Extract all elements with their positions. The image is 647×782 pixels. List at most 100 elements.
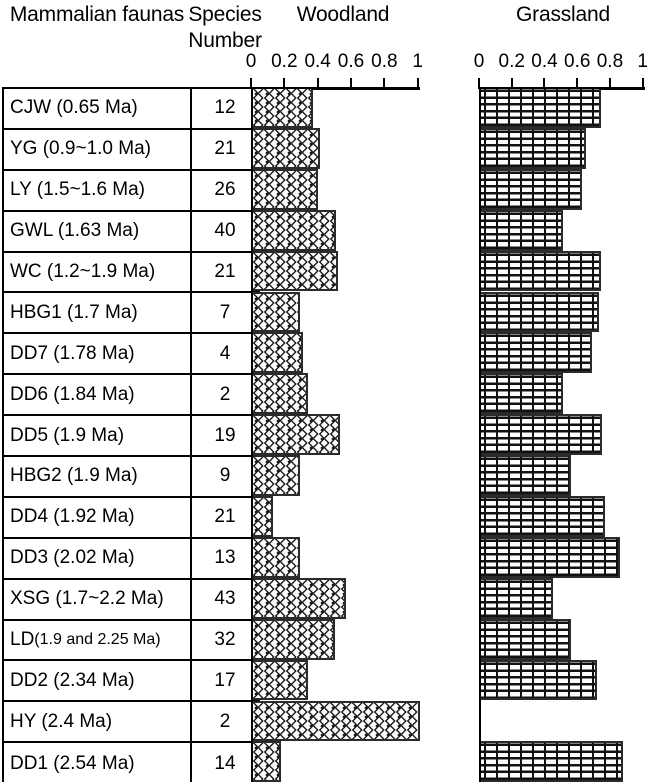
axis-tick-label: 0.8	[371, 51, 398, 72]
axis-tick-mark	[478, 78, 480, 89]
fauna-name-cell: LD (1.9 and 2.25 Ma)	[4, 620, 192, 660]
bar-grassland	[479, 291, 599, 333]
bar-woodland	[251, 414, 340, 456]
bar-woodland	[251, 659, 308, 701]
fauna-name-cell: HBG2 (1.9 Ma)	[4, 457, 192, 496]
species-number-cell: 21	[214, 261, 236, 282]
species-number-cell: 19	[214, 424, 236, 446]
axis-tick-mark	[283, 78, 286, 89]
bar-grassland	[479, 455, 572, 496]
table-row: LD (1.9 and 2.25 Ma) 32	[4, 620, 258, 662]
table-row: DD3 (2.02 Ma)13	[4, 538, 258, 580]
bar-woodland	[251, 741, 282, 782]
fauna-name-cell: DD4 (1.92 Ma)	[4, 497, 192, 537]
panel-title-woodland: Woodland	[296, 3, 390, 26]
bar-grassland	[479, 87, 601, 128]
woodland-axis-baseline	[251, 87, 253, 782]
fauna-name-cell: DD7 (1.78 Ma)	[4, 334, 192, 374]
species-number-cell: 13	[214, 547, 236, 569]
grassland-plot-topline	[479, 87, 645, 89]
table-row: HBG2 (1.9 Ma) 9	[4, 457, 258, 498]
axis-tick-mark	[543, 78, 546, 89]
fauna-name-cell: DD6 (1.84 Ma)	[4, 375, 192, 415]
axis-tick-label: 0.8	[596, 51, 624, 72]
bar-woodland	[251, 291, 300, 333]
species-number-cell: 2	[219, 383, 231, 405]
bar-grassland	[479, 209, 563, 251]
species-number-cell: 21	[214, 506, 236, 528]
axis-tick-mark	[383, 78, 386, 89]
column-header-mammalian-faunas: Mammalian faunas	[9, 3, 185, 26]
fauna-name-cell: DD1 (2.54 Ma)	[4, 743, 192, 782]
table-row: DD7 (1.78 Ma) 4	[4, 334, 258, 376]
axis-tick-mark	[250, 78, 252, 89]
species-number-cell: 4	[219, 342, 231, 364]
fauna-name-cell: DD2 (2.34 Ma)	[4, 661, 192, 701]
species-number-cell: 14	[214, 752, 236, 774]
grassland-axis-baseline	[479, 87, 481, 782]
axis-tick-mark	[350, 78, 353, 89]
table-row: HBG1 (1.7 Ma) 7	[4, 293, 258, 335]
species-number-cell: 43	[214, 588, 236, 610]
bar-grassland	[479, 414, 603, 456]
species-number-cell: 17	[214, 669, 236, 691]
species-number-cell: 9	[219, 465, 231, 487]
column-header-species-number: Species Number	[188, 3, 262, 52]
axis-tick-label: 0	[245, 51, 257, 72]
axis-tick-label: 0.4	[531, 51, 558, 72]
axis-tick-label: 0.6	[564, 51, 591, 72]
table-row: YG (0.9~1.0 Ma)21	[4, 129, 258, 171]
woodland-plot-topline	[251, 87, 420, 89]
species-number-cell: 2	[219, 710, 231, 732]
table-row: LY (1.5~1.6 Ma)26	[4, 170, 258, 212]
bar-woodland	[251, 536, 300, 578]
axis-tick-label: 0.2	[271, 51, 298, 72]
table-row: DD5 (1.9 Ma)19	[4, 416, 258, 458]
bar-woodland	[251, 577, 347, 619]
bar-woodland	[251, 373, 308, 415]
bar-grassland	[479, 577, 554, 619]
bar-grassland	[479, 373, 563, 415]
table-row: DD1 (2.54 Ma) 14	[4, 743, 258, 782]
bar-grassland	[479, 618, 572, 660]
fauna-name-cell: GWL (1.63 Ma)	[4, 211, 192, 251]
axis-tick-mark	[641, 78, 644, 89]
table-row: DD4 (1.92 Ma) 21	[4, 497, 258, 539]
bar-grassland	[479, 168, 583, 210]
axis-tick-label: 0	[473, 51, 485, 72]
bar-woodland	[251, 127, 320, 169]
species-number-cell: 7	[219, 301, 231, 323]
axis-tick-mark	[576, 78, 579, 89]
axis-tick-mark	[510, 78, 513, 89]
fauna-name-cell: HBG1 (1.7 Ma)	[4, 293, 192, 333]
axis-tick-label: 0.6	[337, 51, 365, 72]
woodland-plot	[251, 87, 420, 782]
species-number-cell: 32	[214, 629, 236, 651]
fauna-name-cell: HY (2.4 Ma)	[4, 702, 192, 742]
species-number-cell: 12	[214, 97, 236, 119]
axis-tick-label: 0.2	[498, 51, 525, 72]
bar-woodland	[251, 209, 337, 251]
axis-line	[251, 88, 420, 90]
panel-title-grassland: Grassland	[516, 3, 610, 26]
bar-grassland	[479, 250, 601, 292]
bar-grassland	[479, 659, 598, 701]
bar-woodland	[251, 250, 339, 292]
bar-grassland	[479, 536, 621, 578]
axis-tick-mark	[316, 78, 319, 89]
species-number-cell: 26	[214, 179, 236, 201]
axis-tick-mark	[608, 78, 611, 89]
bar-woodland	[251, 87, 313, 128]
axis-tick-label: 1	[412, 51, 423, 72]
axis-tick-label: 0.4	[304, 51, 331, 72]
grassland-plot	[479, 87, 645, 782]
table-row: DD6 (1.84 Ma) 2	[4, 375, 258, 417]
table-row: WC (1.2~1.9 Ma)21	[4, 252, 258, 294]
bar-woodland	[251, 168, 318, 210]
species-number-cell: 40	[214, 220, 236, 242]
table-row: DD2 (2.34 Ma) 17	[4, 661, 258, 703]
